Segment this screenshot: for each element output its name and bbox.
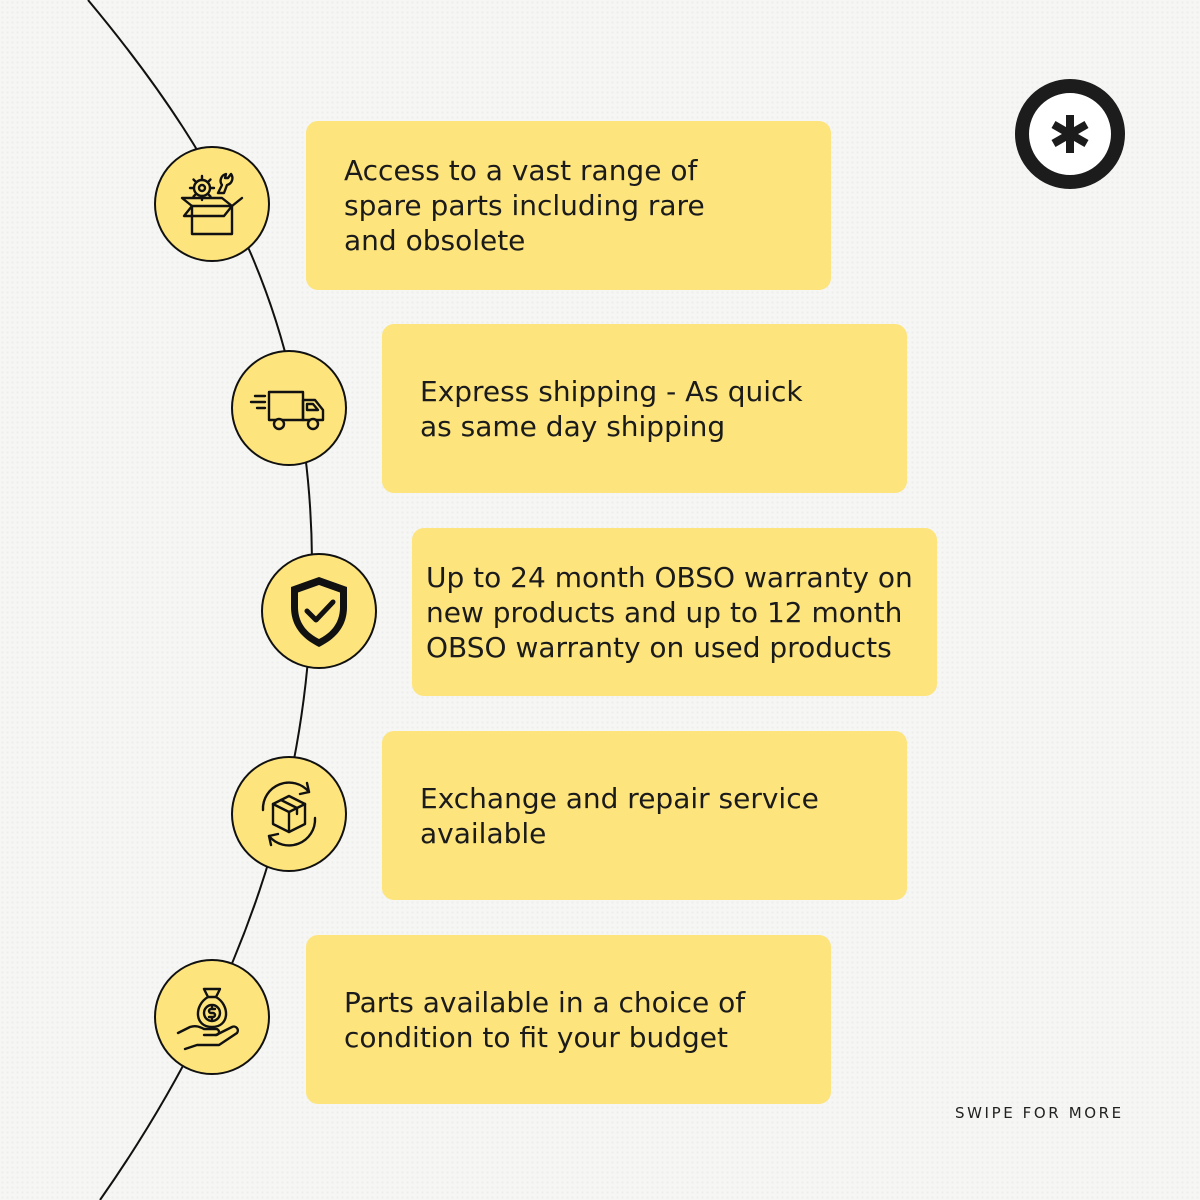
feature-text-4: Exchange and repair service available — [420, 781, 819, 850]
feature-card-1: Access to a vast range of spare parts in… — [306, 121, 831, 290]
feature-text-2: Express shipping - As quick as same day … — [420, 374, 803, 443]
swipe-for-more-label: SWIPE FOR MORE — [955, 1104, 1124, 1122]
feature-text-3: Up to 24 month OBSO warranty on new prod… — [426, 560, 913, 664]
feature-icon-circle-5 — [154, 959, 270, 1075]
feature-text-1: Access to a vast range of spare parts in… — [344, 154, 705, 257]
money-bag-hand-icon — [176, 987, 240, 1051]
shield-check-icon — [291, 577, 347, 647]
feature-icon-circle-2 — [231, 350, 347, 466]
asterisk-logo-icon — [1015, 79, 1125, 189]
toolbox-parts-icon — [180, 172, 244, 236]
feature-card-5: Parts available in a choice of condition… — [306, 935, 831, 1104]
exchange-box-icon — [261, 781, 317, 847]
feature-icon-circle-3 — [261, 553, 377, 669]
feature-card-4: Exchange and repair service available — [382, 731, 907, 900]
feature-card-2: Express shipping - As quick as same day … — [382, 324, 907, 493]
feature-icon-circle-4 — [231, 756, 347, 872]
feature-card-3: Up to 24 month OBSO warranty on new prod… — [412, 528, 937, 696]
delivery-truck-icon — [249, 390, 325, 431]
feature-icon-circle-1 — [154, 146, 270, 262]
feature-text-5: Parts available in a choice of condition… — [344, 985, 746, 1054]
